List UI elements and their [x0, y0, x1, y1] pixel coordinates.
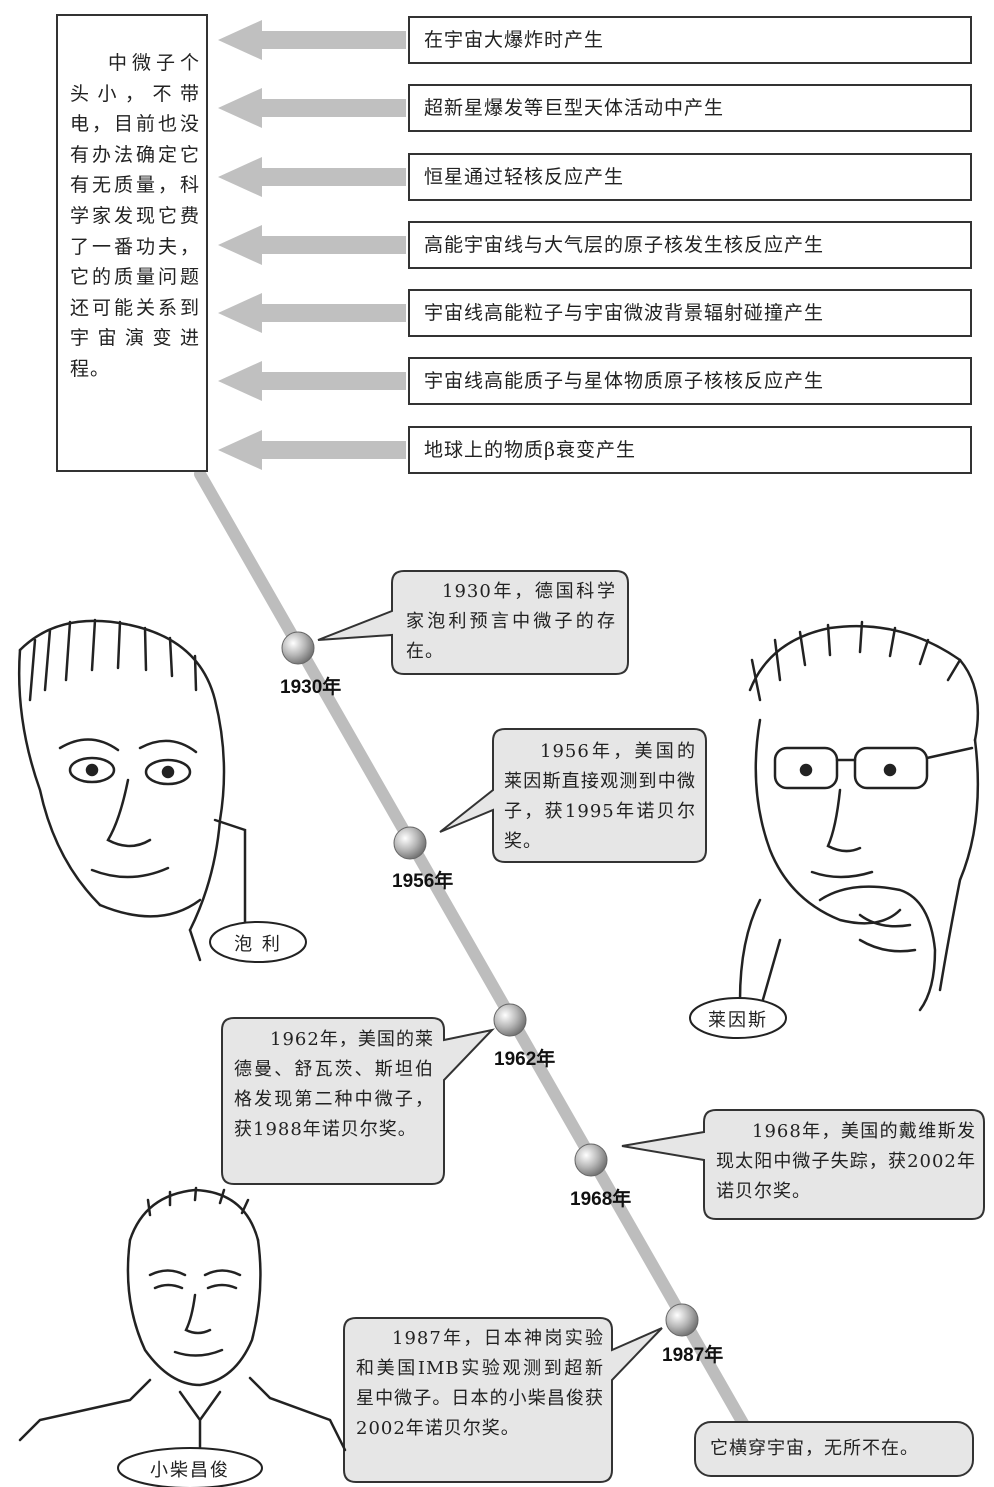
- bubble-1956: [439, 728, 707, 863]
- year-label-1956: 1956年: [392, 871, 454, 892]
- year-label-1930: 1930年: [280, 677, 342, 698]
- arrow-4: [218, 225, 406, 265]
- year-label-1962: 1962年: [494, 1049, 556, 1070]
- reines-name-oval: [689, 997, 787, 1039]
- arrow-2: [218, 88, 406, 128]
- arrow-3: [218, 157, 406, 197]
- reines-portrait: [738, 620, 980, 1012]
- source-box-1: 在宇宙大爆炸时产生: [408, 16, 972, 64]
- pauli-name: 泡 利: [234, 934, 282, 955]
- node-1930: [281, 631, 315, 665]
- bubble-text-1930: 1930年，德国科学家泡利预言中微子的存在。: [406, 581, 616, 662]
- koshiba-name: 小柴昌俊: [150, 1460, 230, 1481]
- intro-box: 中微子个头小，不带电，目前也没有办法确定它有无质量，科学家发现它费了一番功夫，它…: [56, 14, 208, 472]
- final-box: [694, 1421, 974, 1477]
- node-1987: [665, 1303, 699, 1337]
- pauli-name-oval: [209, 921, 307, 963]
- koshiba-portrait: [18, 1186, 347, 1462]
- source-box-4: 高能宇宙线与大气层的原子核发生核反应产生: [408, 221, 972, 269]
- reines-name: 莱因斯: [708, 1010, 768, 1031]
- arrow-5: [218, 293, 406, 333]
- bubble-text-1956: 1956年，美国的莱因斯直接观测到中微子，获1995年诺贝尔奖。: [504, 741, 696, 852]
- year-label-1968: 1968年: [570, 1189, 632, 1210]
- source-box-6: 宇宙线高能质子与星体物质原子核核反应产生: [408, 357, 972, 405]
- source-arrows: [218, 20, 406, 470]
- source-box-5: 宇宙线高能粒子与宇宙微波背景辐射碰撞产生: [408, 289, 972, 337]
- koshiba-name-oval: [117, 1447, 263, 1487]
- bubble-text-1968: 1968年，美国的戴维斯发现太阳中微子失踪，获2002年诺贝尔奖。: [716, 1121, 976, 1202]
- arrow-7: [218, 430, 406, 470]
- source-box-2: 超新星爆发等巨型天体活动中产生: [408, 84, 972, 132]
- source-box-7: 地球上的物质β衰变产生: [408, 426, 972, 474]
- arrow-6: [218, 361, 406, 401]
- final-text: 它横穿宇宙，无所不在。: [710, 1438, 919, 1459]
- bubble-1930: [317, 570, 629, 675]
- intro-text: 中微子个头小，不带电，目前也没有办法确定它有无质量，科学家发现它费了一番功夫，它…: [70, 52, 200, 380]
- bubble-text-1962: 1962年，美国的莱德曼、舒瓦茨、斯坦伯格发现第二种中微子，获1988年诺贝尔奖…: [234, 1029, 434, 1140]
- arrow-1: [218, 20, 406, 60]
- source-box-3: 恒星通过轻核反应产生: [408, 153, 972, 201]
- bubble-text-1987: 1987年，日本神岗实验和美国IMB实验观测到超新星中微子。日本的小柴昌俊获20…: [356, 1328, 604, 1439]
- pauli-portrait: [17, 618, 247, 962]
- year-label-1987: 1987年: [662, 1345, 724, 1366]
- node-1962: [493, 1003, 527, 1037]
- node-1956: [393, 826, 427, 860]
- bubble-1968: [621, 1109, 985, 1220]
- bubble-1987: [343, 1317, 663, 1483]
- node-1968: [574, 1143, 608, 1177]
- bubble-1962: [221, 1017, 495, 1185]
